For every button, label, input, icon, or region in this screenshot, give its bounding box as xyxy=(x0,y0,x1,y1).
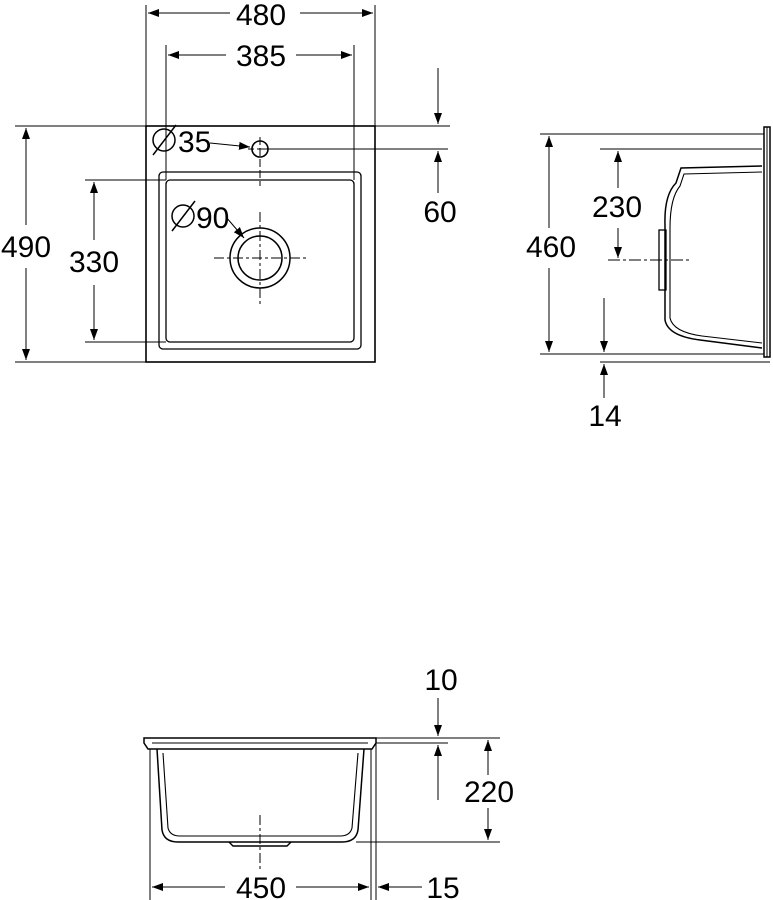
top-view xyxy=(15,5,450,363)
diameter-symbol-35 xyxy=(152,128,176,152)
side-view-labels: 460 230 14 xyxy=(526,191,642,433)
diameter-symbol-90 xyxy=(171,204,195,228)
label-rim-offset: 14 xyxy=(588,400,621,433)
side-bowl xyxy=(664,165,763,349)
side-flange xyxy=(763,126,771,358)
top-view-labels: 480 385 490 330 35 90 60 xyxy=(1,0,457,279)
label-flange-thickness: 10 xyxy=(424,664,457,697)
bowl-inner xyxy=(165,179,355,343)
label-bowl-length: 330 xyxy=(69,246,119,279)
label-side-length: 460 xyxy=(526,231,576,264)
front-view xyxy=(143,698,500,900)
front-view-labels: 10 220 450 15 xyxy=(236,664,514,900)
label-bowl-width: 385 xyxy=(236,40,286,73)
side-view xyxy=(540,126,771,398)
label-drain-position: 230 xyxy=(592,191,642,224)
label-front-bowl-width: 450 xyxy=(236,872,286,900)
label-flange-width: 15 xyxy=(426,872,459,900)
front-drain xyxy=(228,841,292,847)
bowl-outline xyxy=(158,171,362,350)
label-tap-hole-offset: 60 xyxy=(423,196,456,229)
label-overall-width: 480 xyxy=(236,0,286,32)
label-drain-diameter: 90 xyxy=(196,202,229,235)
label-bowl-depth: 220 xyxy=(464,776,514,809)
label-overall-length: 490 xyxy=(1,231,51,264)
label-tap-hole-diameter: 35 xyxy=(178,126,211,159)
